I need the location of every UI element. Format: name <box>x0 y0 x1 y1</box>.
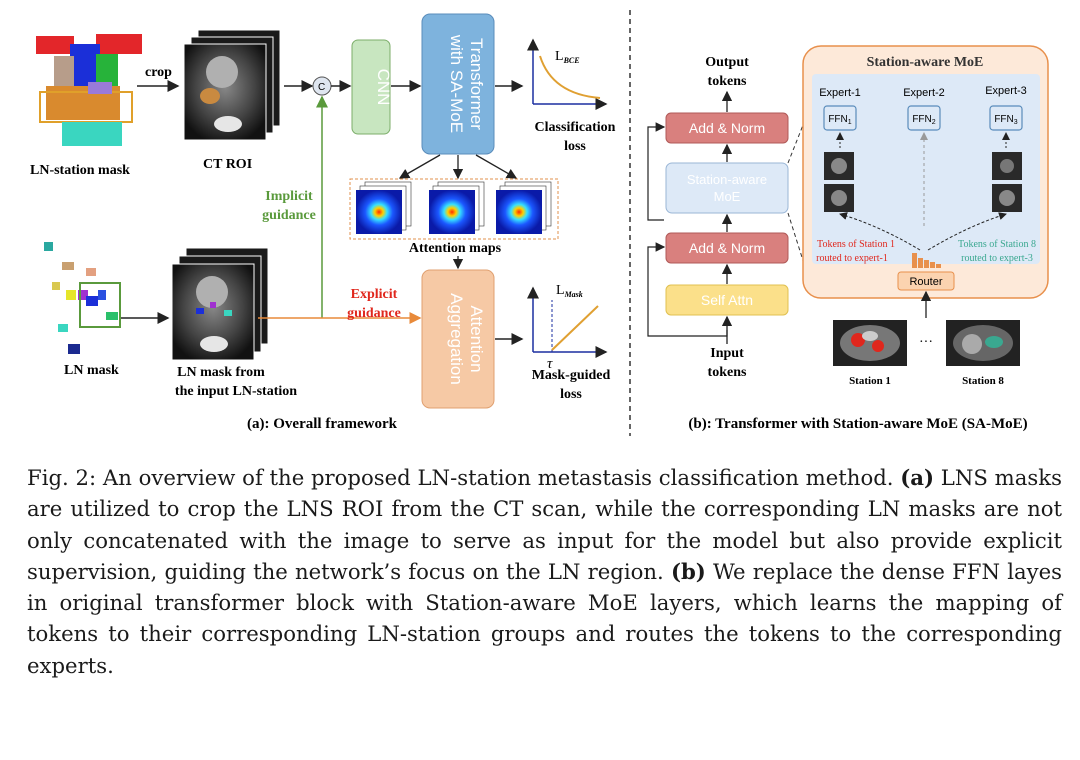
classification-loss-line2: loss <box>564 139 586 154</box>
crop-label: crop <box>145 65 172 80</box>
tokens-station8-line1: Tokens of Station 8 <box>958 239 1036 250</box>
bce-loss-plot <box>527 38 608 110</box>
router-block <box>897 271 955 291</box>
station-1-image <box>833 320 907 366</box>
station-moe-line2: MoE <box>714 189 741 204</box>
mask-guided-line2: loss <box>560 387 582 402</box>
station-moe-block <box>665 162 789 214</box>
caption-part-b-label: (b) <box>670 558 706 584</box>
expert-2-ffn: FFN2 <box>912 114 935 126</box>
station-8-image <box>946 320 1020 366</box>
attention-agg-line2: Aggregation <box>447 293 466 385</box>
concat-symbol: C <box>318 82 325 93</box>
residual-top <box>647 122 666 221</box>
route-to-expert-3 <box>927 212 1007 251</box>
station-ellipsis: ··· <box>919 335 933 350</box>
self-attn-block <box>665 284 789 316</box>
attention-maps-frame <box>349 178 559 240</box>
expert-1: Expert-1 FFN1 <box>819 87 861 212</box>
station-moe-line1: Station-aware <box>687 172 767 187</box>
attention-map-1 <box>356 181 412 234</box>
transformer-label-line1: Transformer <box>467 38 486 130</box>
router-histogram <box>912 253 941 268</box>
tokens-station1-line2: routed to expert-1 <box>816 253 888 264</box>
add-norm-top-label: Add & Norm <box>689 120 765 136</box>
caption-part-a-text: LNS masks are utilized to crop the LNS R… <box>27 465 1062 584</box>
explicit-line1: Explicit <box>351 287 398 302</box>
expert-1-label: Expert-1 <box>819 87 861 99</box>
attention-map-2 <box>429 181 485 234</box>
ln-mask-label: LN mask <box>64 363 119 378</box>
attn-arrow-left <box>398 154 441 179</box>
tokens-station1-line1: Tokens of Station 1 <box>817 239 895 250</box>
station-1-label: Station 1 <box>849 375 891 387</box>
self-attn-label: Self Attn <box>701 292 753 308</box>
add-norm-bottom-label: Add & Norm <box>689 240 765 256</box>
expert-3: Expert-3 FFN3 <box>985 85 1027 212</box>
panel-b: Output tokens Add & Norm Station-aware M… <box>647 45 1049 432</box>
panel-a-title: (a): Overall framework <box>247 416 398 432</box>
moe-title: Station-aware MoE <box>867 55 984 70</box>
ln-station-mask-label: LN-station mask <box>30 163 130 178</box>
cnn-label: CNN <box>374 69 393 106</box>
implicit-line1: Implicit <box>265 189 313 204</box>
expert-2-label: Expert-2 <box>903 87 945 99</box>
panel-b-title: (b): Transformer with Station-aware MoE … <box>688 416 1027 432</box>
caption-part-b-text: We replace the dense FFN layes in origin… <box>27 558 1062 678</box>
ct-roi-label: CT ROI <box>203 157 252 172</box>
output-tokens-line2: tokens <box>708 74 747 89</box>
attention-agg-line1: Attention <box>467 305 486 372</box>
mask-guided-line1: Mask-guided <box>532 368 611 383</box>
add-norm-bottom-block <box>665 232 789 264</box>
panel-a: LN-station mask crop CT ROI C CNN Transf… <box>30 13 616 432</box>
route-to-expert-1 <box>839 212 921 251</box>
figure-caption: Fig. 2: An overview of the proposed LN-s… <box>27 462 1062 681</box>
ct-roi-stack <box>183 29 281 141</box>
transformer-block <box>421 13 495 155</box>
expert-3-label: Expert-3 <box>985 85 1027 97</box>
expert-1-ffn: FFN1 <box>828 114 851 126</box>
caption-part-a-label: (a) <box>900 465 935 490</box>
l-bce-symbol: LBCE <box>555 49 580 65</box>
attention-maps-label: Attention maps <box>409 241 502 256</box>
router-label: Router <box>909 276 942 288</box>
explicit-line2: guidance <box>347 306 401 321</box>
ln-station-mask-3d <box>36 34 142 146</box>
output-tokens-line1: Output <box>705 55 749 70</box>
l-mask-symbol: LMask <box>556 283 583 299</box>
transformer-label-line2: with SA-MoE <box>447 34 466 133</box>
caption-intro: An overview of the proposed LN-station m… <box>96 465 901 490</box>
attention-aggregation-block <box>421 269 495 409</box>
tokens-station8-line2: routed to expert-3 <box>961 253 1033 264</box>
attn-arrow-right <box>475 154 518 179</box>
expert-2: Expert-2 FFN2 <box>903 87 945 226</box>
caption-fig-label: Fig. 2: <box>27 465 97 490</box>
input-tokens-line2: tokens <box>708 365 747 380</box>
figure-diagram: LN-station mask crop CT ROI C CNN Transf… <box>30 10 1049 436</box>
ln-mask-from-line1: LN mask from <box>177 365 265 380</box>
ln-mask-ct-stack <box>171 247 269 361</box>
ln-mask-3d <box>44 242 121 354</box>
tau-symbol: τ <box>547 356 553 372</box>
mask-loss-plot <box>527 286 608 358</box>
expert-3-ffn: FFN3 <box>994 114 1017 126</box>
ln-mask-from-line2: the input LN-station <box>175 384 297 399</box>
cnn-block <box>351 39 391 135</box>
input-tokens-line1: Input <box>710 346 744 361</box>
add-norm-top-block <box>665 112 789 144</box>
moe-inner-panel <box>812 74 1040 264</box>
classification-loss-line1: Classification <box>535 120 616 135</box>
station-8-label: Station 8 <box>962 375 1004 387</box>
attention-map-3 <box>496 181 552 234</box>
implicit-line2: guidance <box>262 208 316 223</box>
